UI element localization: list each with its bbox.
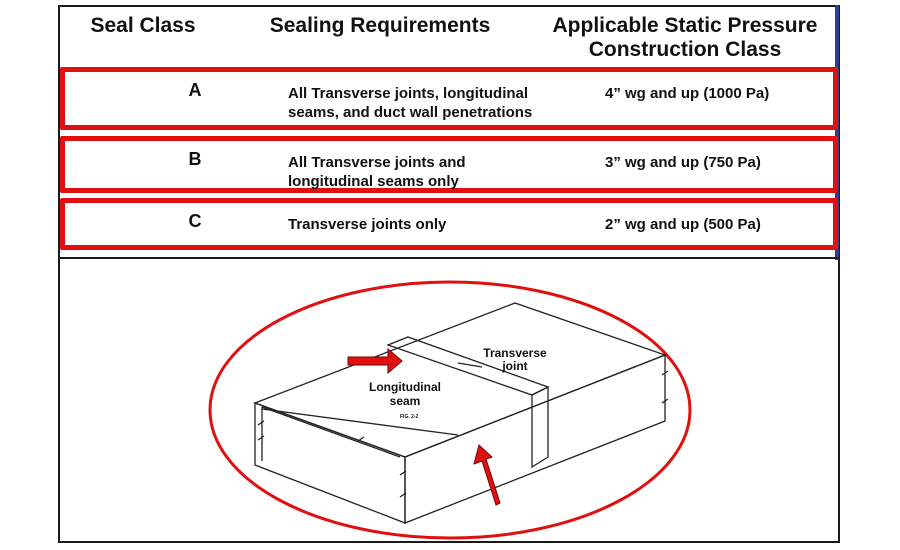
pressure-cell: 2” wg and up (500 Pa): [605, 216, 761, 233]
duct-tick-marks: [257, 370, 669, 498]
duct-front-end: [254, 402, 406, 524]
req-line1: Transverse joints only: [288, 216, 447, 233]
header-static-pressure: Applicable Static Pressure Construction …: [530, 14, 840, 62]
seal-class-cell: A: [188, 80, 202, 100]
section-divider: [58, 257, 840, 259]
req-line1: All Transverse joints and: [288, 154, 466, 171]
seal-class-cell: C: [188, 211, 202, 231]
table-row: C Transverse joints only 2” wg and up (5…: [60, 198, 838, 250]
transverse-label-line2: joint: [501, 359, 527, 373]
duct-drawing: [253, 302, 669, 524]
duct-top-face: [253, 302, 667, 458]
transverse-pointer: [457, 362, 483, 368]
transverse-label-line1: Transverse: [483, 346, 547, 360]
table-row: A All Transverse joints, longitudinal se…: [60, 67, 838, 130]
req-line2: seams, and duct wall penetrations: [288, 104, 533, 121]
header-seal-class: Seal Class: [90, 14, 196, 37]
frame-accent: [835, 5, 839, 260]
table-row: B All Transverse joints and longitudinal…: [60, 136, 838, 193]
seal-class-cell: B: [188, 149, 202, 169]
arrow-up-icon: [473, 444, 501, 506]
req-line1: All Transverse joints, longitudinal: [288, 85, 529, 102]
pressure-cell: 4” wg and up (1000 Pa): [605, 85, 770, 102]
duct-illustration: Transverse joint Longitudinal seam FIG. …: [208, 280, 692, 540]
req-line2: longitudinal seams only: [288, 173, 459, 190]
longitudinal-label-line1: Longitudinal: [369, 380, 441, 394]
header-sealing-requirements: Sealing Requirements: [269, 14, 491, 37]
longitudinal-seam-line: [261, 408, 459, 436]
header-pressure-line1: Applicable Static Pressure: [552, 14, 818, 37]
sealing-requirements-cell: Transverse joints only: [288, 215, 588, 234]
figure-reference: FIG. 2-2: [400, 414, 419, 420]
duct-inner-top: [261, 406, 401, 458]
pressure-cell: 3” wg and up (750 Pa): [605, 154, 761, 171]
header-pressure-line2: Construction Class: [588, 38, 782, 61]
longitudinal-label-line2: seam: [390, 394, 421, 408]
arrow-right-icon: [347, 347, 403, 375]
sealing-requirements-cell: All Transverse joints and longitudinal s…: [288, 153, 588, 191]
table-frame: [58, 5, 840, 543]
highlight-ellipse: [208, 280, 692, 540]
sealing-requirements-cell: All Transverse joints, longitudinal seam…: [288, 84, 588, 122]
duct-side-face: [404, 354, 666, 524]
transverse-joint-side: [531, 385, 549, 469]
